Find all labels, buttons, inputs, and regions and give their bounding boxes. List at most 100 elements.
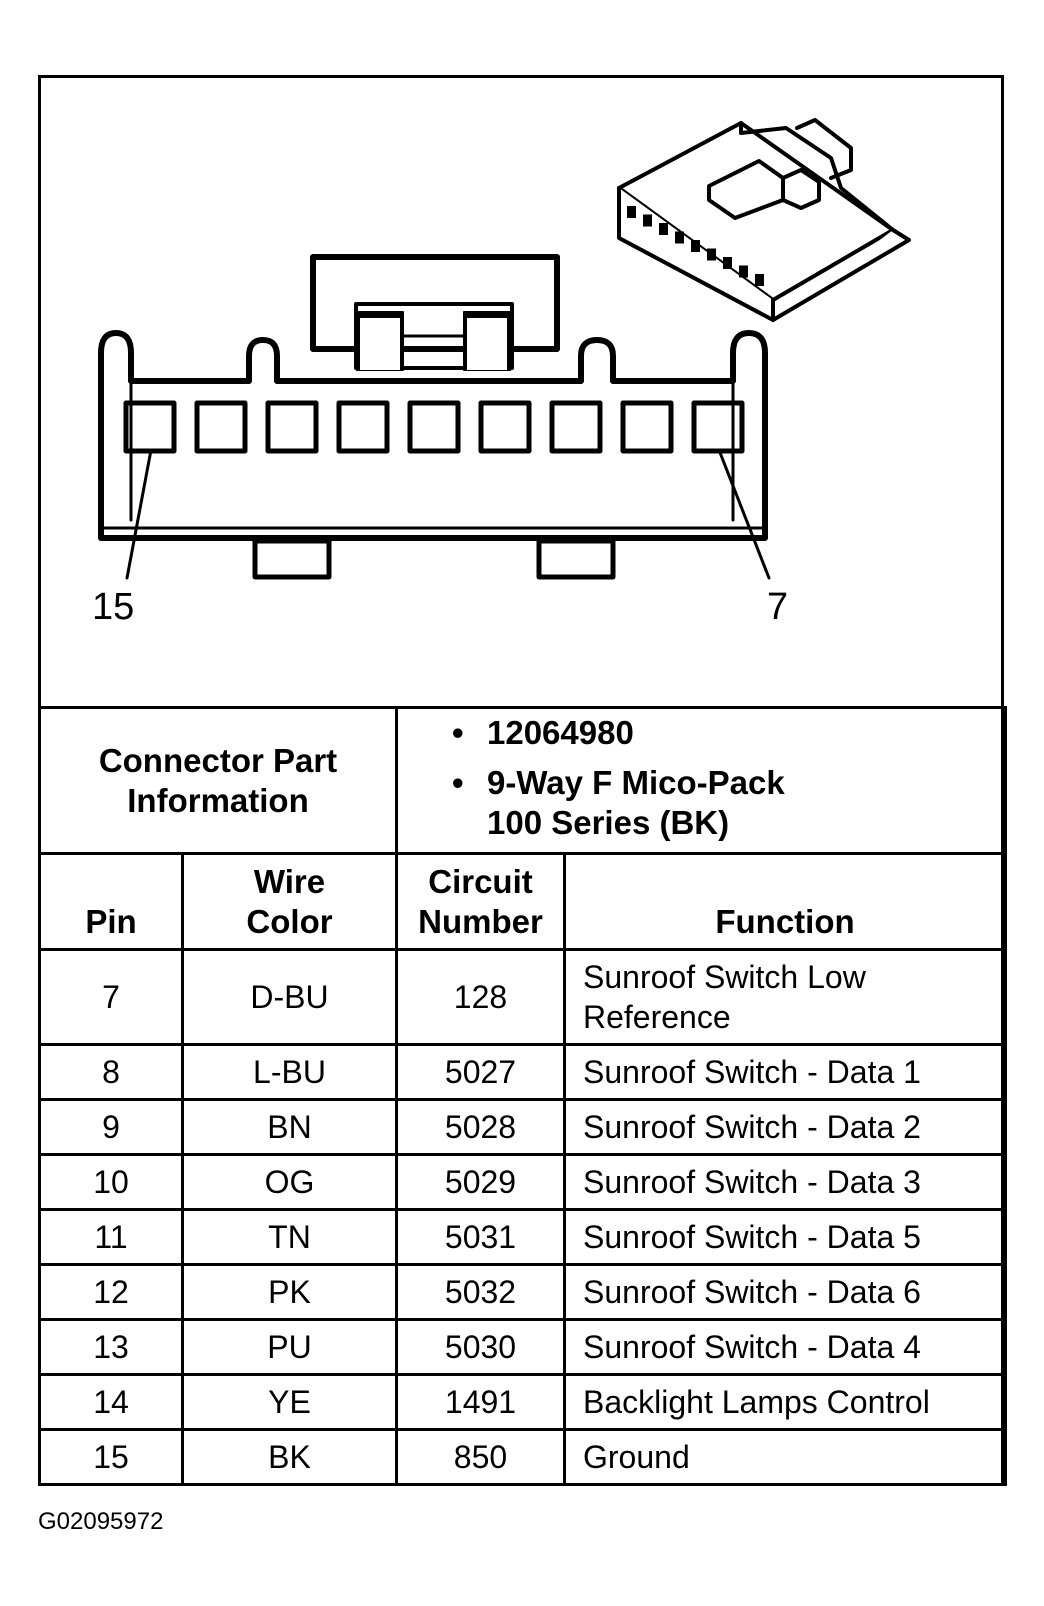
- function-line1: Sunroof Switch - Data 2: [583, 1109, 921, 1145]
- function-cell: Sunroof Switch - Data 4: [562, 1318, 1008, 1376]
- part-number: 12064980: [487, 714, 634, 751]
- function-line1: Sunroof Switch - Data 3: [583, 1164, 921, 1200]
- callout-leader-left: [125, 448, 153, 580]
- header-circuit-line1: Circuit: [428, 863, 533, 900]
- pin-cell: 14: [38, 1373, 184, 1431]
- pin-cell: 9: [38, 1098, 184, 1156]
- pin-cell: 15: [38, 1428, 184, 1486]
- iso-pin-cavity: [675, 231, 684, 244]
- connector-figure-frame: 15 7 Connector Part Information • 120649…: [38, 75, 1008, 1486]
- iso-pin-cavity: [659, 223, 668, 235]
- circuit-number-cell: 1491: [395, 1373, 566, 1431]
- pin-cell: 7: [38, 948, 184, 1046]
- iso-pin-cavity: [755, 274, 764, 286]
- pin-cell: 8: [38, 1043, 184, 1101]
- function-cell: Ground: [562, 1428, 1008, 1486]
- connector-pinout-table: Connector Part Information • 12064980 • …: [38, 706, 1008, 1486]
- iso-pin-cavity: [739, 265, 748, 278]
- pin-cell: 11: [38, 1208, 184, 1266]
- part-info-label-line1: Connector Part: [98, 741, 338, 779]
- pin-cavity: [407, 400, 461, 454]
- iso-pin-cavity: [627, 206, 636, 218]
- circuit-number-cell: 5030: [395, 1318, 566, 1376]
- header-wire-color-line1: Wire: [253, 863, 326, 900]
- circuit-number-cell: 5027: [395, 1043, 566, 1101]
- circuit-number-cell: 5031: [395, 1208, 566, 1266]
- connector-face-diagram: [98, 118, 911, 580]
- header-wire-color: Wire Color: [181, 852, 398, 951]
- pin-callout-15: 15: [92, 586, 135, 628]
- part-info-row: Connector Part Information • 12064980 • …: [38, 706, 1008, 855]
- pin-cavity: [194, 400, 248, 454]
- function-line1: Sunroof Switch Low: [583, 959, 866, 995]
- wire-color-cell: OG: [181, 1153, 398, 1211]
- function-line1: Sunroof Switch - Data 4: [583, 1329, 921, 1365]
- header-pin: Pin: [38, 852, 184, 951]
- circuit-number-cell: 128: [395, 948, 566, 1046]
- pin-cavity: [478, 400, 532, 454]
- pin-cell: 12: [38, 1263, 184, 1321]
- header-circuit-line2: Number: [418, 903, 543, 940]
- wire-color-cell: TN: [181, 1208, 398, 1266]
- figure-id: G02095972: [38, 1508, 164, 1535]
- connector-foot-left: [252, 538, 332, 580]
- part-info-values: • 12064980 • 9-Way F Mico-Pack 100 Serie…: [394, 706, 1008, 855]
- part-number-item: • 12064980: [452, 713, 1004, 753]
- bullet-icon: •: [452, 764, 464, 801]
- callout-leader-right: [717, 448, 771, 580]
- function-line1: Sunroof Switch - Data 1: [583, 1054, 921, 1090]
- connector-foot-right: [536, 538, 616, 580]
- function-line1: Backlight Lamps Control: [583, 1384, 930, 1420]
- part-info-label: Connector Part Information: [38, 706, 398, 855]
- iso-pin-cavity: [723, 257, 732, 269]
- function-line1: Sunroof Switch - Data 5: [583, 1219, 921, 1255]
- function-cell: Sunroof Switch - Data 5: [562, 1208, 1008, 1266]
- pin-cavity: [549, 400, 603, 454]
- pin-cavities: [123, 400, 745, 454]
- iso-pin-cavity: [707, 248, 716, 261]
- wire-color-cell: BK: [181, 1428, 398, 1486]
- pin-cavity: [123, 400, 177, 454]
- function-line1: Sunroof Switch - Data 6: [583, 1274, 921, 1310]
- wire-color-cell: PU: [181, 1318, 398, 1376]
- wire-color-cell: PK: [181, 1263, 398, 1321]
- pin-cavity: [620, 400, 674, 454]
- wire-color-cell: L-BU: [181, 1043, 398, 1101]
- connector-latch: [310, 254, 560, 371]
- connector-type-line1: 9-Way F Mico-Pack: [487, 764, 785, 801]
- function-cell: Sunroof Switch - Data 6: [562, 1263, 1008, 1321]
- wire-color-cell: BN: [181, 1098, 398, 1156]
- wire-color-cell: D-BU: [181, 948, 398, 1046]
- circuit-number-cell: 850: [395, 1428, 566, 1486]
- table-header-row: Pin Wire Color Circuit Number Function: [38, 852, 1008, 951]
- function-cell: Sunroof Switch - Data 2: [562, 1098, 1008, 1156]
- header-circuit-number: Circuit Number: [395, 852, 566, 951]
- function-cell: Sunroof Switch - Data 3: [562, 1153, 1008, 1211]
- part-info-label-line2: Information: [127, 781, 309, 819]
- connector-isometric-view: [617, 118, 911, 322]
- iso-pin-cavity: [691, 240, 700, 252]
- header-function: Function: [562, 852, 1008, 951]
- iso-pin-cavity: [643, 214, 652, 227]
- pin-cavity: [691, 400, 745, 454]
- circuit-number-cell: 5029: [395, 1153, 566, 1211]
- connector-type-item: • 9-Way F Mico-Pack 100 Series (BK): [452, 763, 1004, 843]
- circuit-number-cell: 5032: [395, 1263, 566, 1321]
- pin-cavity: [336, 400, 390, 454]
- circuit-number-cell: 5028: [395, 1098, 566, 1156]
- pin-callout-7: 7: [767, 586, 789, 628]
- function-cell: Backlight Lamps Control: [562, 1373, 1008, 1431]
- header-function-text: Function: [715, 903, 855, 940]
- pin-cell: 13: [38, 1318, 184, 1376]
- pin-cell: 10: [38, 1153, 184, 1211]
